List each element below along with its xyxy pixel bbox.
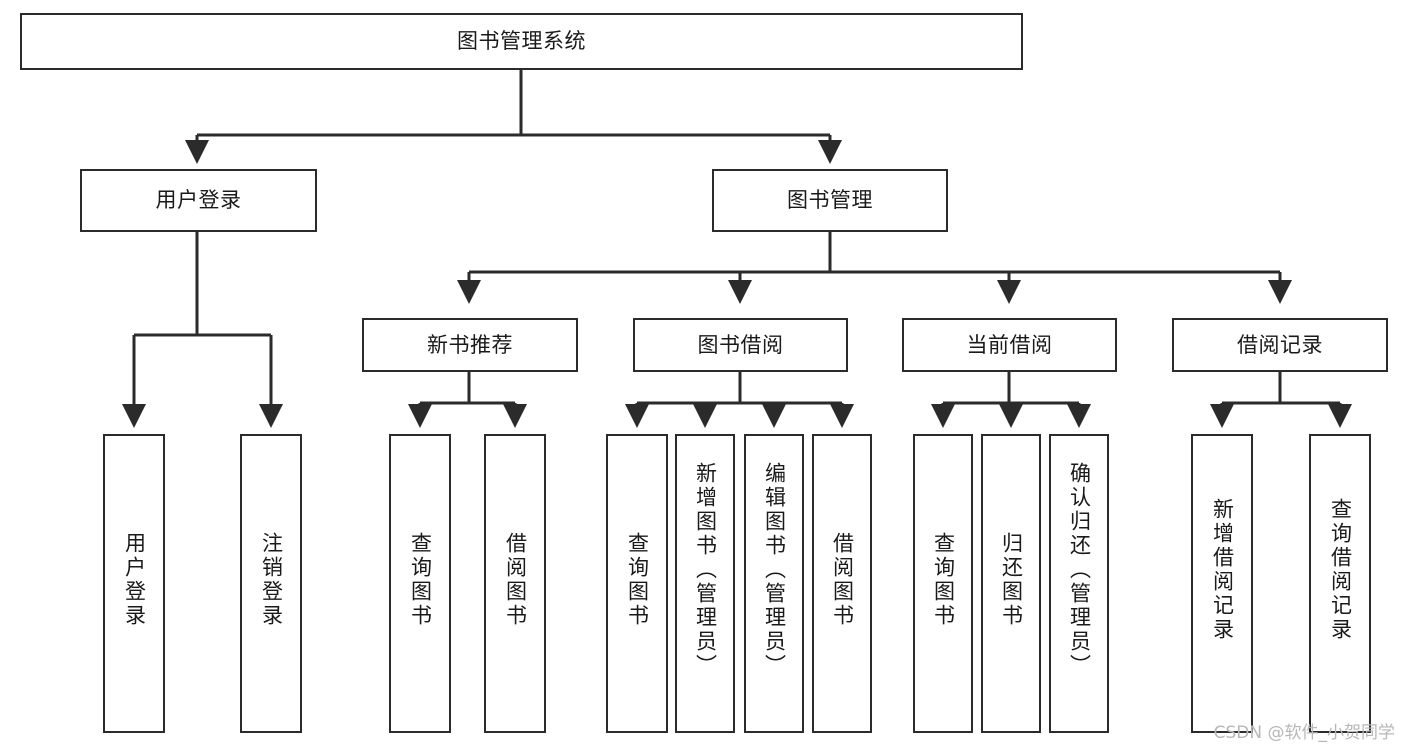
- node-book-management[interactable]: 图书管理: [712, 169, 948, 232]
- node-book-borrow[interactable]: 图书借阅: [633, 318, 848, 372]
- watermark: CSDN @软件_小贺同学: [1213, 723, 1395, 743]
- node-label: 注销登录: [259, 532, 284, 628]
- leaf-record-query-record[interactable]: 查询借阅记录: [1309, 434, 1371, 733]
- node-label: 借阅图书: [830, 532, 855, 628]
- node-label: 编辑图书（管理员）: [762, 462, 787, 678]
- node-borrow-record[interactable]: 借阅记录: [1172, 318, 1388, 372]
- node-label: 查询借阅记录: [1328, 498, 1353, 642]
- leaf-current-confirm-return-admin[interactable]: 确认归还（管理员）: [1049, 434, 1109, 733]
- leaf-borrow-edit-book-admin[interactable]: 编辑图书（管理员）: [744, 434, 804, 733]
- node-label: 归还图书: [999, 532, 1024, 628]
- leaf-current-return-book[interactable]: 归还图书: [981, 434, 1041, 733]
- node-label: 图书管理系统: [457, 29, 586, 54]
- node-root-system[interactable]: 图书管理系统: [20, 13, 1023, 70]
- node-label: 用户登录: [122, 532, 147, 628]
- leaf-recommend-query-book[interactable]: 查询图书: [389, 434, 451, 733]
- node-label: 查询图书: [408, 532, 433, 628]
- node-user-login[interactable]: 用户登录: [80, 169, 317, 232]
- leaf-current-query-book[interactable]: 查询图书: [913, 434, 973, 733]
- node-label: 确认归还（管理员）: [1067, 462, 1092, 678]
- node-label: 用户登录: [155, 188, 242, 213]
- node-label: 当前借阅: [966, 332, 1053, 357]
- node-label: 查询图书: [625, 532, 650, 628]
- leaf-borrow-query-book[interactable]: 查询图书: [606, 434, 668, 733]
- leaf-record-add-record[interactable]: 新增借阅记录: [1191, 434, 1253, 733]
- leaf-recommend-borrow-book[interactable]: 借阅图书: [484, 434, 546, 733]
- node-label: 借阅记录: [1237, 332, 1323, 357]
- node-label: 借阅图书: [503, 532, 528, 628]
- leaf-borrow-borrow-book[interactable]: 借阅图书: [812, 434, 872, 733]
- node-label: 图书借阅: [697, 332, 784, 357]
- node-label: 新增图书（管理员）: [693, 462, 718, 678]
- leaf-borrow-add-book-admin[interactable]: 新增图书（管理员）: [675, 434, 735, 733]
- node-new-book-recommend[interactable]: 新书推荐: [362, 318, 578, 372]
- node-label: 查询图书: [931, 532, 956, 628]
- leaf-user-login-signout[interactable]: 注销登录: [240, 434, 302, 733]
- node-current-borrow[interactable]: 当前借阅: [902, 318, 1117, 372]
- node-label: 图书管理: [787, 188, 873, 213]
- leaf-user-login-signin[interactable]: 用户登录: [103, 434, 165, 733]
- node-label: 新增借阅记录: [1210, 498, 1235, 642]
- node-label: 新书推荐: [427, 332, 513, 357]
